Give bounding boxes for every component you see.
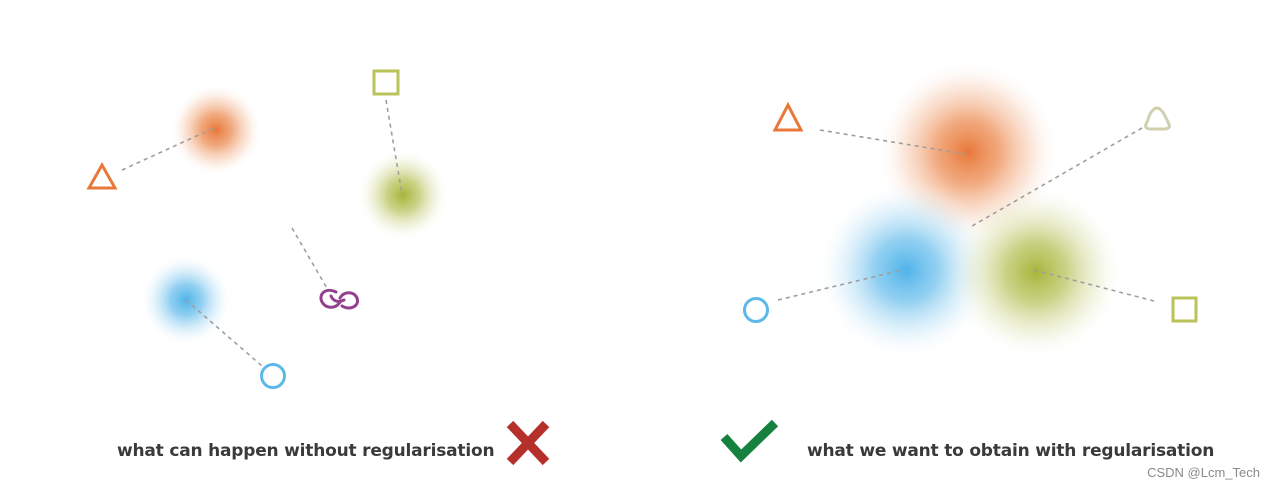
dashed-link	[1033, 269, 1159, 303]
check-mark-icon	[720, 419, 779, 463]
chain-link-icon	[319, 288, 360, 310]
cross-mark-icon	[506, 420, 550, 466]
square-icon	[1171, 296, 1198, 323]
orange-blob	[170, 84, 262, 176]
dashed-link	[819, 129, 966, 155]
olive-blob	[948, 184, 1124, 360]
caption-without-regularisation: what can happen without regularisation	[117, 441, 495, 461]
caption-with-regularisation: what we want to obtain with regularisati…	[807, 441, 1215, 461]
triangle-icon	[772, 101, 804, 132]
olive-blob	[357, 149, 449, 241]
dashed-link	[291, 227, 329, 291]
dashed-link	[121, 127, 215, 171]
dashed-link	[777, 269, 903, 301]
dashed-link	[185, 299, 263, 367]
square-icon	[372, 69, 400, 96]
rounded-triangle-icon	[1144, 106, 1171, 131]
triangle-icon	[86, 161, 118, 190]
watermark: CSDN @Lcm_Tech	[1147, 465, 1260, 480]
right-panel	[743, 60, 1198, 360]
circle-icon	[743, 297, 769, 323]
left-panel	[86, 69, 449, 389]
dashed-link	[971, 127, 1143, 227]
circle-icon	[260, 363, 286, 389]
blue-blob	[816, 180, 996, 360]
